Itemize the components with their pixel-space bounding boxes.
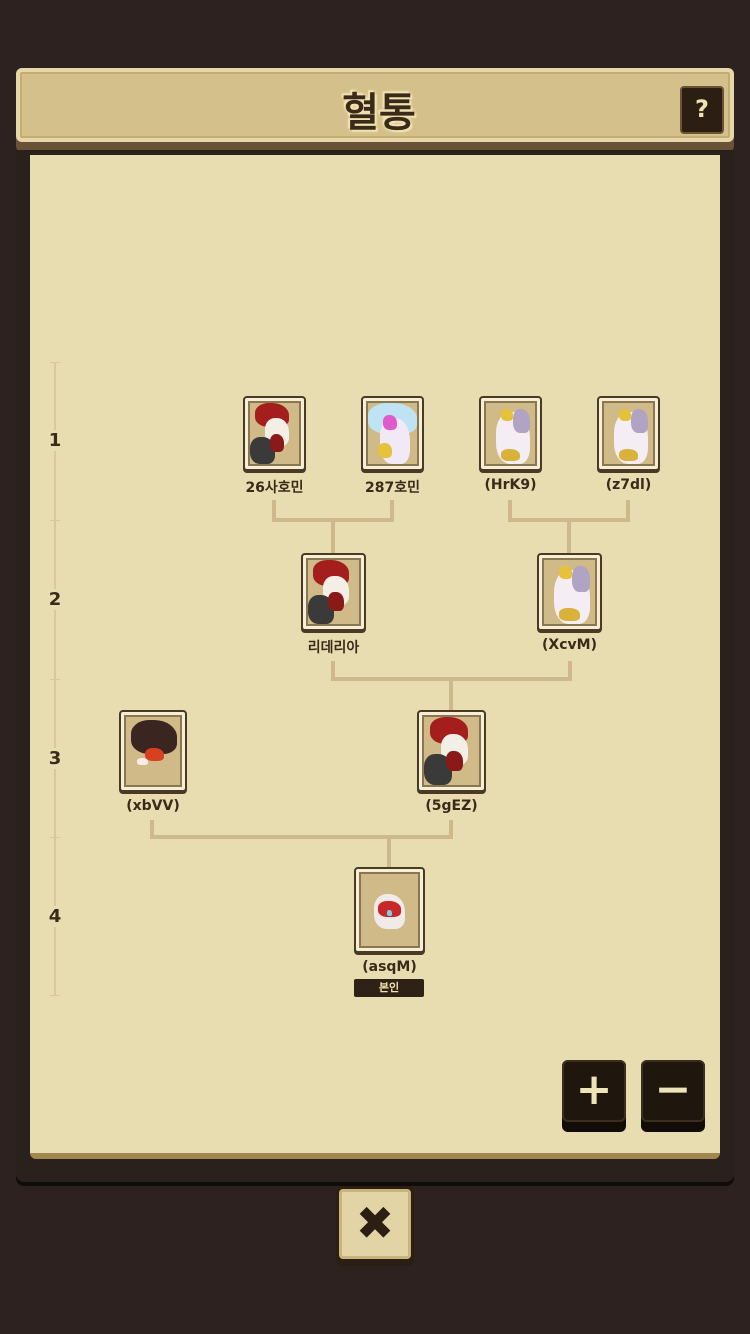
dark-dragon-portrait xyxy=(124,715,182,787)
generation-ruler xyxy=(54,362,56,995)
portrait-shape xyxy=(512,409,531,434)
pet-portrait-card[interactable] xyxy=(119,710,187,792)
portrait-shape xyxy=(500,409,513,422)
connector-line xyxy=(150,835,453,839)
red-dragon-portrait xyxy=(422,715,481,787)
ruler-tick xyxy=(50,995,60,996)
pet-portrait-card[interactable] xyxy=(479,396,542,471)
ruler-tick xyxy=(50,362,60,363)
pet-name: 26사호민 xyxy=(245,480,304,496)
connector-line xyxy=(150,820,154,839)
pet-name: (XcvM) xyxy=(542,637,597,653)
pet-portrait-card[interactable] xyxy=(537,553,602,631)
pet-name: (5gEZ) xyxy=(425,798,478,814)
pet-portrait-card[interactable] xyxy=(597,396,660,471)
generation-label: 1 xyxy=(40,430,70,451)
generation-label: 3 xyxy=(40,748,70,769)
pet-portrait-card[interactable] xyxy=(301,553,366,631)
portrait-shape xyxy=(269,433,285,452)
portrait-shape xyxy=(572,566,590,592)
pet-portrait-card[interactable] xyxy=(361,396,424,471)
plus-icon: + xyxy=(562,1060,626,1122)
connector-line xyxy=(331,518,335,555)
pet-name: 287호민 xyxy=(365,480,420,496)
pet-name: (asqM) xyxy=(362,959,417,975)
pet-name: 리데리아 xyxy=(307,640,360,656)
rainbow-unicorn-portrait xyxy=(366,401,419,466)
portrait-shape xyxy=(559,608,580,621)
connector-line xyxy=(449,820,453,839)
white-unicorn-portrait xyxy=(484,401,537,466)
zoom-in-button[interactable]: + xyxy=(562,1060,626,1132)
white-unicorn-portrait xyxy=(602,401,655,466)
generation-label: 2 xyxy=(40,589,70,610)
pet-portrait-card[interactable] xyxy=(354,867,425,953)
portrait-shape xyxy=(144,747,164,762)
egg-portrait xyxy=(359,872,420,948)
portrait-shape xyxy=(382,415,398,431)
pet-name: (HrK9) xyxy=(484,477,537,493)
ruler-tick xyxy=(50,679,60,680)
connector-line xyxy=(390,500,394,522)
generation-label: 4 xyxy=(40,906,70,927)
portrait-shape xyxy=(446,751,463,772)
connector-line xyxy=(508,500,512,522)
portrait-shape xyxy=(559,566,573,580)
pedigree-canvas[interactable] xyxy=(30,155,720,1159)
zoom-out-button[interactable]: − xyxy=(641,1060,705,1132)
portrait-shape xyxy=(618,409,631,422)
portrait-shape xyxy=(618,448,639,461)
pedigree-panel xyxy=(16,150,734,1182)
minus-icon: − xyxy=(641,1060,705,1122)
close-button[interactable]: ✖ xyxy=(336,1186,414,1266)
close-icon: ✖ xyxy=(339,1189,411,1259)
self-badge: 본인 xyxy=(354,979,424,997)
ruler-tick xyxy=(50,837,60,838)
portrait-shape xyxy=(136,757,148,765)
portrait-shape xyxy=(387,910,392,916)
connector-line xyxy=(272,500,276,522)
connector-line xyxy=(567,518,571,555)
portrait-shape xyxy=(630,409,649,434)
portrait-shape xyxy=(377,442,393,458)
pet-name: (z7dl) xyxy=(605,477,652,493)
header-plate: 혈통 ? xyxy=(16,68,734,142)
connector-line xyxy=(449,677,453,712)
help-button[interactable]: ? xyxy=(680,86,724,134)
portrait-shape xyxy=(378,901,401,918)
ruler-tick xyxy=(50,520,60,521)
connector-line xyxy=(387,835,391,869)
portrait-shape xyxy=(500,448,521,461)
white-unicorn-portrait xyxy=(542,558,597,626)
header-bar: 혈통 ? xyxy=(16,68,734,152)
connector-line xyxy=(331,661,335,681)
connector-line xyxy=(626,500,630,522)
portrait-shape xyxy=(328,592,344,612)
pet-portrait-card[interactable] xyxy=(417,710,486,792)
red-dragon-portrait xyxy=(306,558,361,626)
pet-name: (xbVV) xyxy=(126,798,180,814)
page-title: 혈통 xyxy=(342,90,416,136)
pet-portrait-card[interactable] xyxy=(243,396,306,471)
red-dragon-portrait xyxy=(248,401,301,466)
connector-line xyxy=(568,661,572,681)
